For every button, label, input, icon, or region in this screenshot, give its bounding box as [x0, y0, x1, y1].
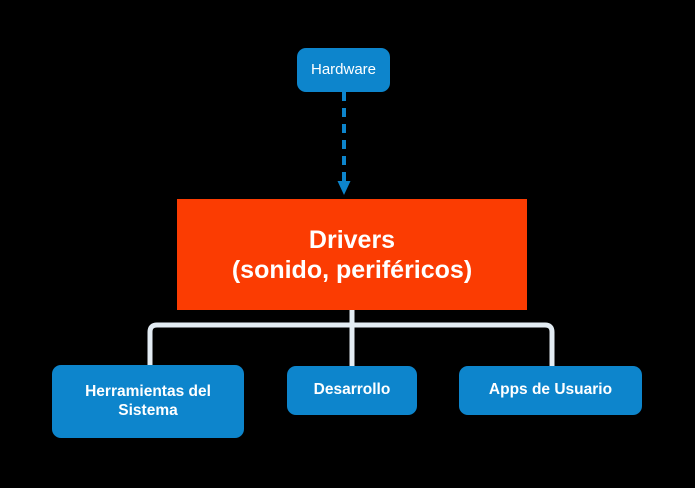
connector-hardware-to-drivers	[337, 92, 351, 195]
node-drivers-label-line1: Drivers	[308, 225, 396, 254]
node-apps-label: Apps de Usuario	[488, 381, 613, 399]
node-hardware[interactable]: Hardware	[297, 48, 390, 92]
node-apps-de-usuario[interactable]: Apps de Usuario	[459, 366, 642, 415]
connector-drivers-to-children	[147, 310, 555, 366]
node-drivers[interactable]: Drivers (sonido, periféricos)	[177, 199, 527, 310]
node-hardware-label: Hardware	[310, 61, 377, 78]
node-herramientas-del-sistema[interactable]: Herramientas del Sistema	[52, 365, 244, 438]
node-herramientas-label: Herramientas del Sistema	[85, 382, 211, 419]
node-drivers-label-line2: (sonido, periféricos)	[231, 255, 473, 284]
node-desarrollo-label: Desarrollo	[313, 381, 391, 399]
node-drivers-text: Drivers (sonido, periféricos)	[232, 225, 472, 285]
node-desarrollo[interactable]: Desarrollo	[287, 366, 417, 415]
